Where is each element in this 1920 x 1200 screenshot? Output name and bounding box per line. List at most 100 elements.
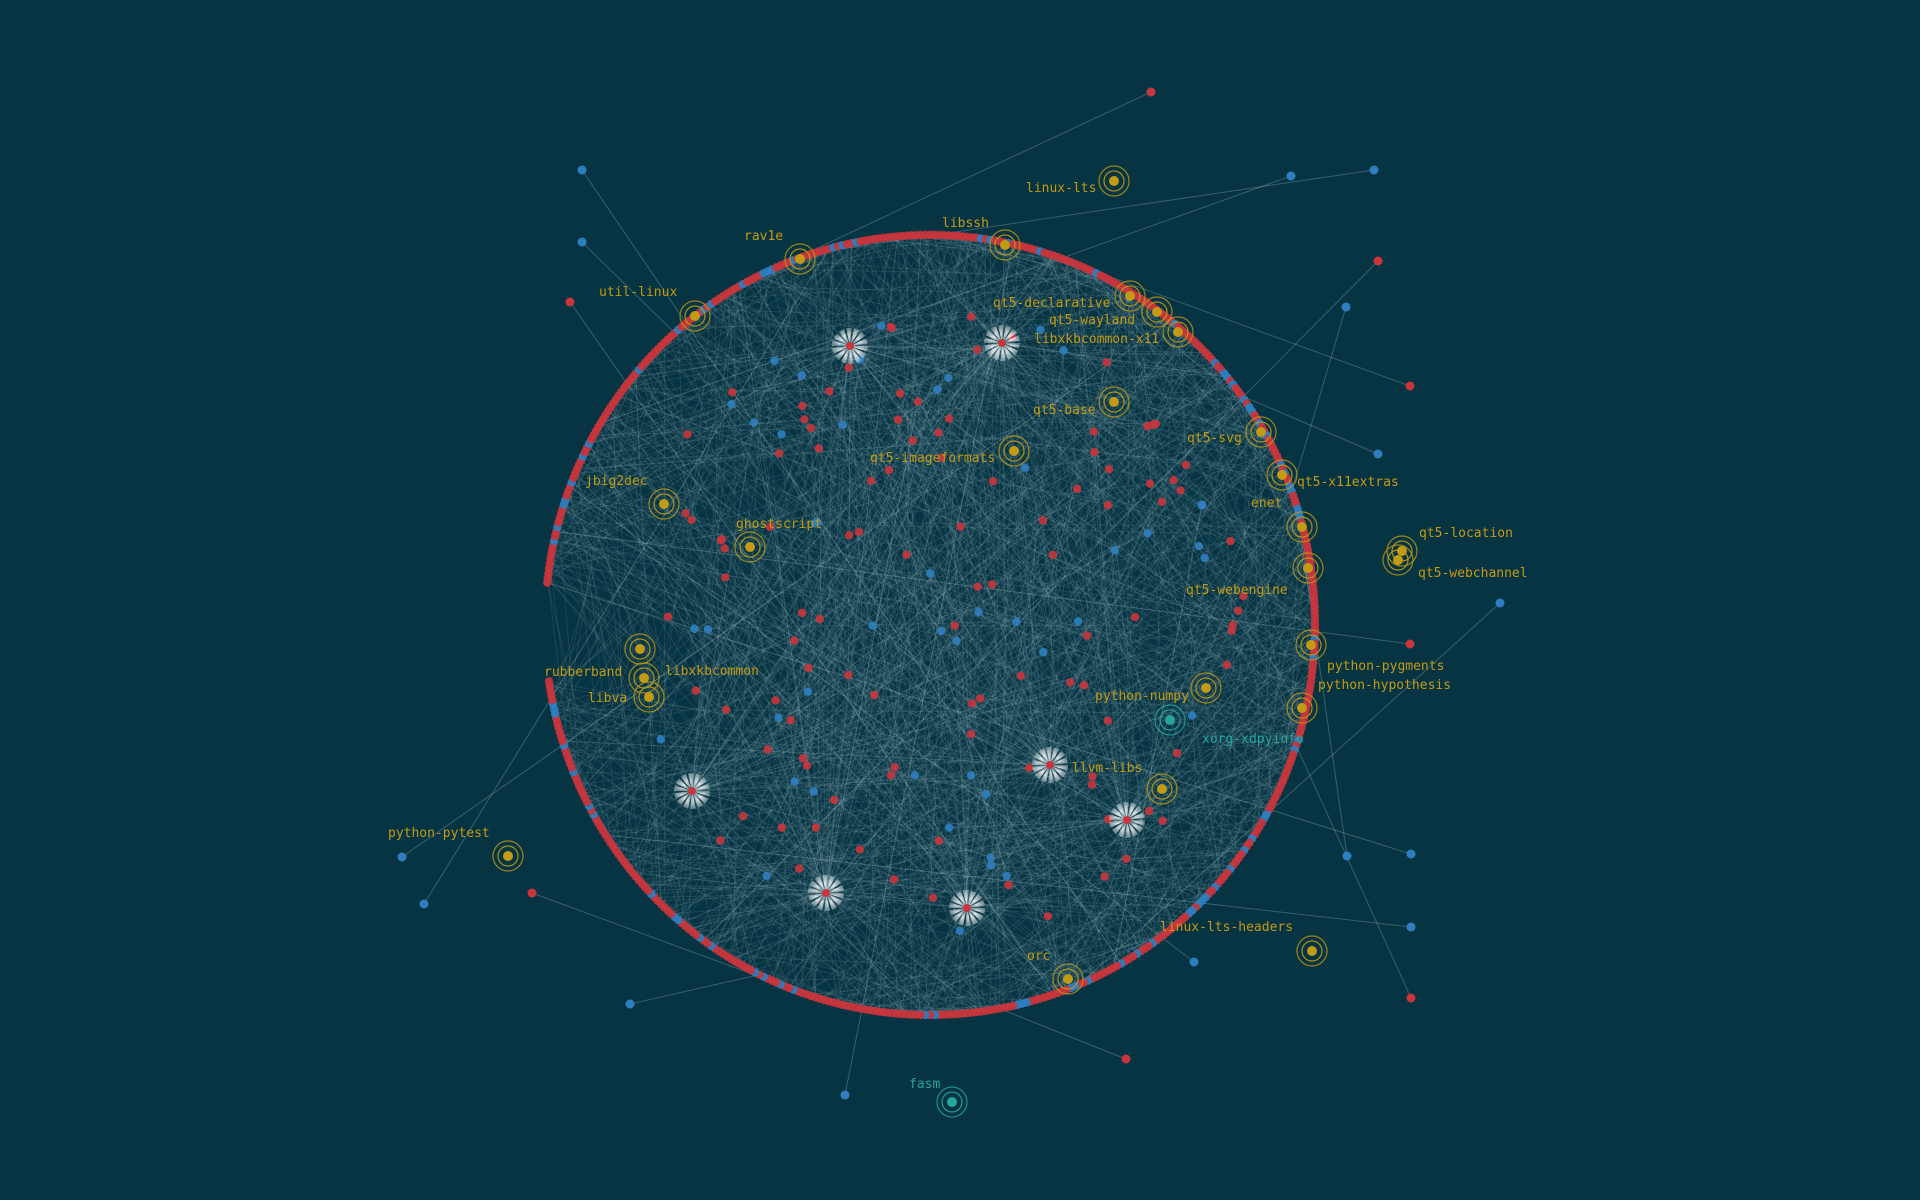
label-python-pygments[interactable]: python-pygments <box>1327 659 1444 674</box>
edge-line <box>593 256 1058 436</box>
edge-line <box>1008 508 1298 886</box>
edge-line <box>948 827 1050 997</box>
label-qt5-location[interactable]: qt5-location <box>1419 526 1513 541</box>
label-qt5-webchannel[interactable]: qt5-webchannel <box>1418 566 1528 581</box>
edge-line <box>623 719 791 863</box>
edge-line <box>552 239 871 705</box>
edge-line <box>690 293 728 520</box>
fan-blade <box>967 908 984 921</box>
hub-edge <box>881 325 1003 344</box>
hub-edge <box>567 490 693 792</box>
edge-line <box>1008 242 1306 715</box>
hub-edge <box>849 239 991 347</box>
inner-node <box>986 853 995 862</box>
label-qt5-declarative[interactable]: qt5-declarative <box>993 296 1111 311</box>
edge-line <box>1063 350 1269 441</box>
label-libssh[interactable]: libssh <box>942 216 989 231</box>
target-ring-outer <box>492 840 524 872</box>
label-qt5-x11extras[interactable]: qt5-x11extras <box>1297 475 1399 490</box>
hub-edge <box>562 740 1051 766</box>
label-jbig2dec[interactable]: jbig2dec <box>585 474 648 489</box>
edge-line <box>819 236 968 620</box>
edge-line <box>1030 638 1316 1002</box>
label-qt5-webengine[interactable]: qt5-webengine <box>1186 583 1288 598</box>
outer-node <box>1341 302 1351 312</box>
label-enet[interactable]: enet <box>1251 496 1282 511</box>
edge-line <box>816 521 1106 973</box>
hub-edge <box>743 764 1051 817</box>
hub-edge <box>966 236 1003 344</box>
edge-line <box>1087 269 1302 523</box>
edge-line <box>970 316 1284 782</box>
label-python-hypothesis[interactable]: python-hypothesis <box>1318 678 1451 693</box>
edge-line <box>644 708 1307 888</box>
fan-blade <box>967 908 985 914</box>
hub-edge <box>1126 793 1278 821</box>
inner-node <box>1024 763 1034 772</box>
edge-line <box>674 332 1289 769</box>
edge-line <box>722 549 1309 955</box>
hub-edge <box>808 667 968 909</box>
edge-line <box>1012 244 1203 901</box>
label-rubberband[interactable]: rubberband <box>544 665 622 680</box>
label-util-linux[interactable]: util-linux <box>599 285 677 300</box>
edge-line <box>878 237 1076 265</box>
edge-line <box>1083 267 1287 479</box>
edge-line <box>1201 695 1310 902</box>
label-fasm[interactable]: fasm <box>909 1077 940 1092</box>
edge-line <box>855 685 1311 1009</box>
edge-line <box>806 577 1313 995</box>
edge-line <box>929 573 1009 886</box>
label-linux-lts[interactable]: linux-lts <box>1026 181 1096 196</box>
label-linux-lts-headers[interactable]: linux-lts-headers <box>1160 920 1293 935</box>
fan-blade <box>845 328 852 346</box>
hub-edge <box>966 907 1076 987</box>
label-qt5-wayland[interactable]: qt5-wayland <box>1049 313 1135 328</box>
edge-line <box>859 447 1274 850</box>
edge-line <box>750 846 1247 971</box>
edge-line <box>901 316 972 1015</box>
label-ghostscript[interactable]: ghostscript <box>736 517 822 532</box>
label-qt5-svg[interactable]: qt5-svg <box>1187 431 1242 446</box>
hub-edge <box>1001 342 1231 382</box>
label-orc[interactable]: orc <box>1027 949 1050 964</box>
edge-line <box>915 533 1149 1015</box>
edge-line <box>1008 931 1168 1008</box>
edge-line <box>897 419 940 841</box>
inner-node <box>691 686 700 695</box>
label-python-pytest[interactable]: python-pytest <box>388 826 490 841</box>
edge-line <box>906 235 1234 626</box>
edge-line <box>714 300 1300 737</box>
label-libxkbcommon-x11[interactable]: libxkbcommon-x11 <box>1034 332 1159 347</box>
hub-edge <box>1049 764 1265 820</box>
label-rav1e[interactable]: rav1e <box>744 229 783 244</box>
edge-line <box>548 572 1108 722</box>
label-qt5-imageformats[interactable]: qt5-imageformats <box>870 451 995 466</box>
edge-line <box>815 523 1305 537</box>
inner-node <box>937 626 946 636</box>
label-xorg-xdpyinfo[interactable]: xorg-xdpyinfo <box>1202 732 1304 747</box>
edge-line <box>833 733 972 801</box>
hub-edge <box>849 345 1067 990</box>
edge-line <box>1100 771 1287 975</box>
label-libva[interactable]: libva <box>588 691 627 706</box>
label-python-numpy[interactable]: python-numpy <box>1095 689 1189 704</box>
hub-edge <box>966 508 1298 909</box>
target-ring-outer <box>734 531 766 563</box>
target-dot <box>1165 715 1175 725</box>
edge-line <box>730 271 769 959</box>
label-qt5-base[interactable]: qt5-base <box>1033 403 1096 418</box>
edge-line <box>1232 558 1310 626</box>
fan-blade <box>950 895 967 908</box>
hub-edge <box>623 345 851 389</box>
label-libxkbcommon[interactable]: libxkbcommon <box>665 664 759 679</box>
inner-node <box>809 787 818 796</box>
edge-line <box>722 295 1110 470</box>
label-llvm-libs[interactable]: llvm-libs <box>1072 761 1142 776</box>
hub-edge <box>966 907 1000 1009</box>
edge-line <box>959 638 1316 932</box>
edge-line <box>798 329 1183 869</box>
edge-line <box>810 253 977 1013</box>
hub-edge <box>825 288 1126 894</box>
